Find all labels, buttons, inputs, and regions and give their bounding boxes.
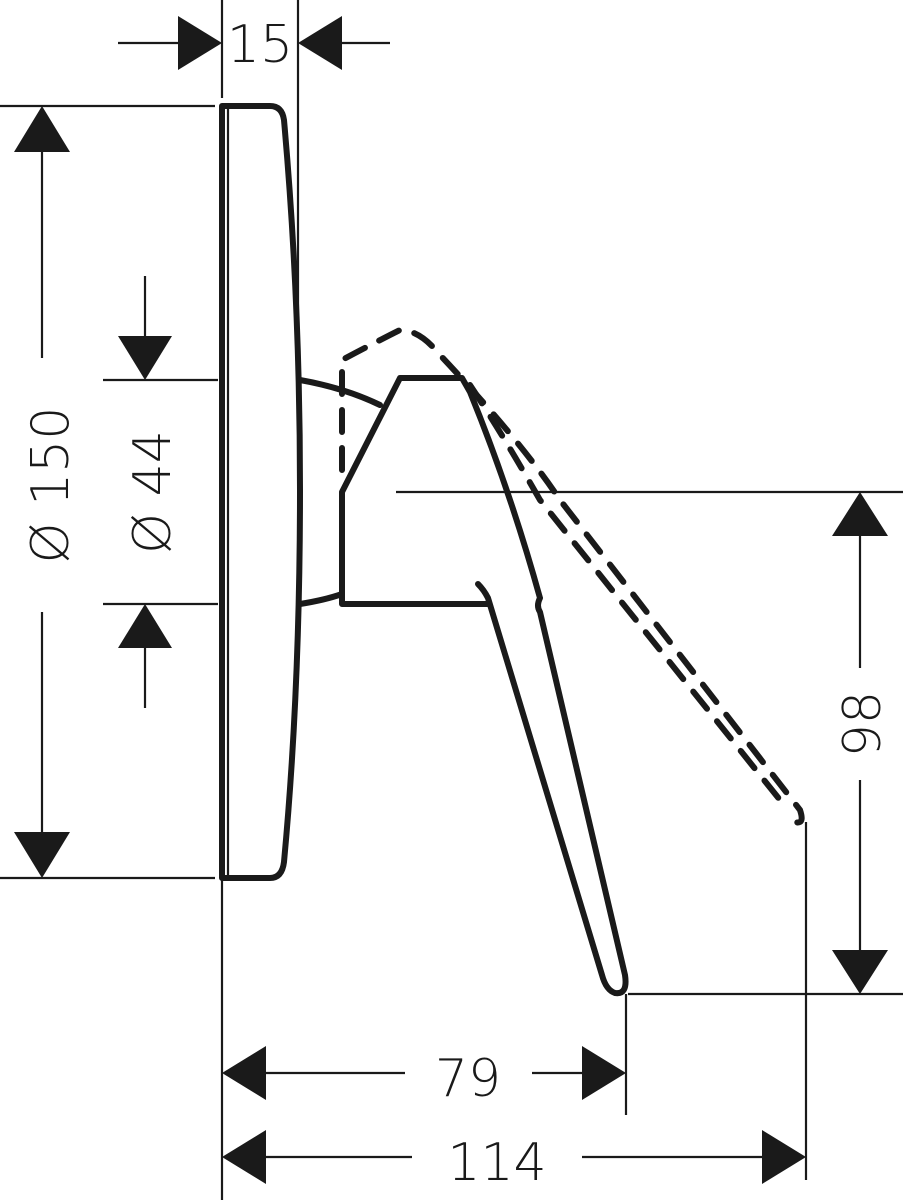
dimension-label-15: 15 (227, 15, 293, 75)
arrow-down-icon (14, 832, 70, 878)
dimension-body-diameter: Ø 44 (103, 276, 218, 708)
dimension-label-150: Ø 150 (21, 407, 81, 564)
dimension-handle-projection: 79 (222, 1046, 626, 1109)
arrow-up-icon (832, 492, 888, 536)
wall-plate (219, 103, 303, 881)
arrow-down-icon (118, 336, 172, 380)
dimension-total-projection: 114 (222, 1130, 806, 1193)
arrow-up-icon (118, 604, 172, 648)
arrow-left-icon (222, 1130, 266, 1184)
dimension-label-98: 98 (833, 691, 893, 757)
arrow-right-icon (762, 1130, 806, 1184)
dimension-plate-depth: 15 (118, 0, 390, 420)
dimension-label-114: 114 (447, 1133, 546, 1193)
handle-alternate-position (339, 327, 808, 1180)
arrow-left-icon (298, 16, 342, 70)
dimension-label-79: 79 (435, 1049, 501, 1109)
dimension-plate-diameter: Ø 150 (0, 104, 215, 880)
arrow-left-icon (222, 1046, 266, 1100)
dimension-handle-height: 98 (628, 492, 903, 996)
dimension-label-44: Ø 44 (123, 430, 183, 554)
mixer-body (297, 375, 903, 997)
arrow-right-icon (178, 16, 222, 70)
arrow-up-icon (14, 106, 70, 152)
arrow-down-icon (832, 950, 888, 994)
arrow-right-icon (582, 1046, 626, 1100)
